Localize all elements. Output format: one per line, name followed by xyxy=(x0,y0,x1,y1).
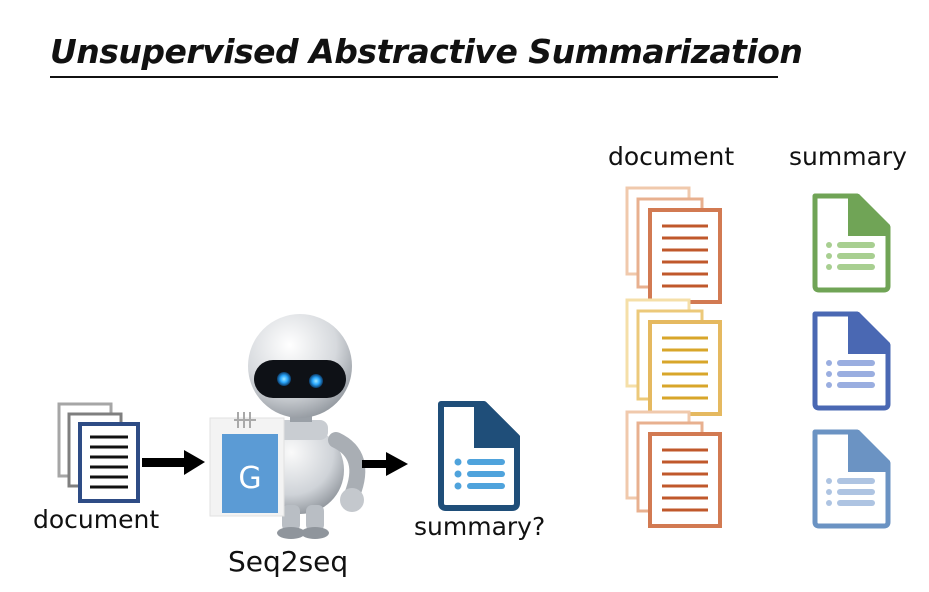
input-document-icon xyxy=(57,402,140,503)
orange-document-stack-icon xyxy=(625,186,722,304)
seq2seq-label: Seq2seq xyxy=(228,545,349,578)
input-document-label: document xyxy=(33,505,160,534)
indigo-summary-icon xyxy=(812,311,891,411)
generator-card: G xyxy=(209,412,285,517)
output-summary-icon xyxy=(438,401,520,511)
title-underline xyxy=(50,76,778,78)
generator-letter: G xyxy=(238,461,261,496)
output-summary-label: summary? xyxy=(414,512,546,541)
orange-document-stack-icon-2 xyxy=(625,410,722,528)
input-arrow xyxy=(142,450,205,475)
page-title: Unsupervised Abstractive Summarization xyxy=(50,32,803,71)
green-summary-icon xyxy=(812,193,891,293)
gold-document-stack-icon xyxy=(625,298,722,416)
clip-icon xyxy=(234,412,256,428)
document-column-header: document xyxy=(608,142,735,171)
summary-column-header: summary xyxy=(789,142,907,171)
steel-summary-icon xyxy=(812,429,891,529)
output-arrow xyxy=(362,452,408,476)
